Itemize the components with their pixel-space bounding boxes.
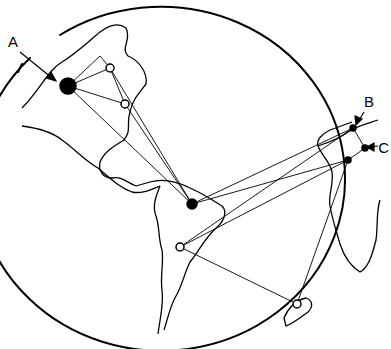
callout-letter: C — [378, 140, 389, 155]
open-dot — [106, 64, 114, 72]
open-dot — [121, 100, 129, 108]
arrowhead — [46, 72, 56, 81]
globe-outline — [0, 7, 345, 349]
hub-dot — [60, 78, 76, 94]
south-america-coast — [150, 180, 225, 334]
hub-dot — [187, 199, 197, 209]
globe-outline-fragment — [18, 64, 22, 72]
north-america-coast — [22, 25, 150, 186]
site-dot — [350, 125, 356, 131]
leader-arrow — [20, 52, 52, 78]
central-america-coast — [22, 126, 160, 193]
africa-coast — [318, 120, 380, 272]
arrowhead — [367, 143, 374, 151]
open-dot — [176, 243, 184, 251]
site-dot — [362, 145, 368, 151]
route-lines — [68, 56, 365, 304]
arrowhead — [355, 116, 362, 125]
callout-letter: B — [364, 94, 374, 109]
island-coast — [284, 298, 312, 326]
callout-letter: A — [8, 34, 18, 49]
open-dot — [293, 300, 301, 308]
site-dot — [345, 157, 351, 163]
